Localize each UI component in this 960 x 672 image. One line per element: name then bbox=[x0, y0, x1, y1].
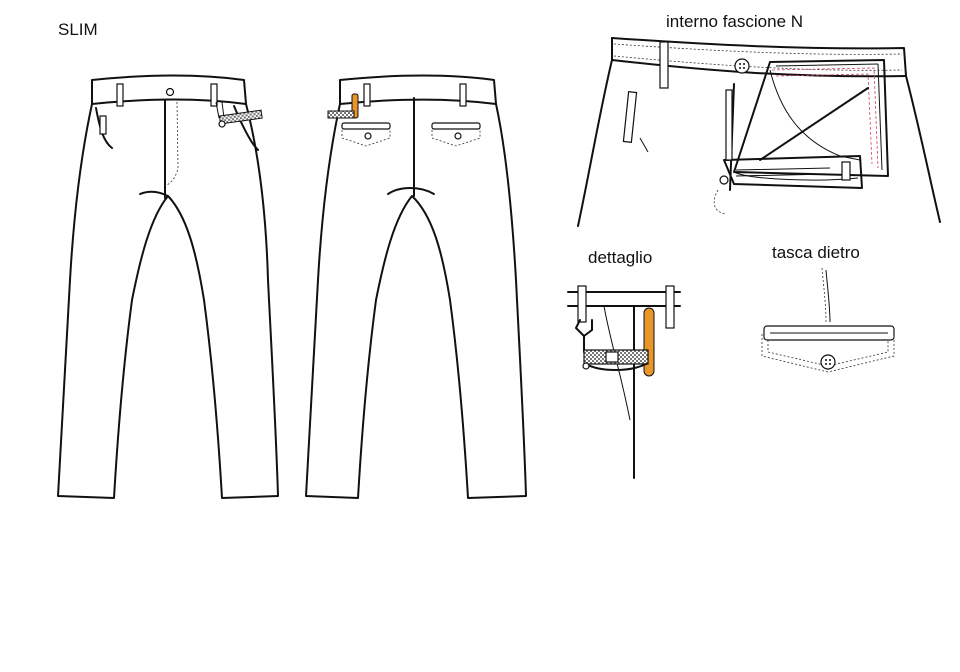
back-pocket-label: tasca dietro bbox=[772, 243, 860, 262]
waistband-inside-drawing bbox=[577, 37, 941, 227]
waistband-inside-label: interno fascione N bbox=[666, 12, 803, 31]
back-pocket-drawing bbox=[761, 267, 895, 373]
detail-label: dettaglio bbox=[588, 248, 652, 267]
detail-drawing bbox=[567, 285, 681, 479]
front-trouser-drawing bbox=[57, 74, 279, 499]
back-trouser-drawing bbox=[305, 74, 527, 499]
style-name-label: SLIM bbox=[58, 20, 98, 39]
